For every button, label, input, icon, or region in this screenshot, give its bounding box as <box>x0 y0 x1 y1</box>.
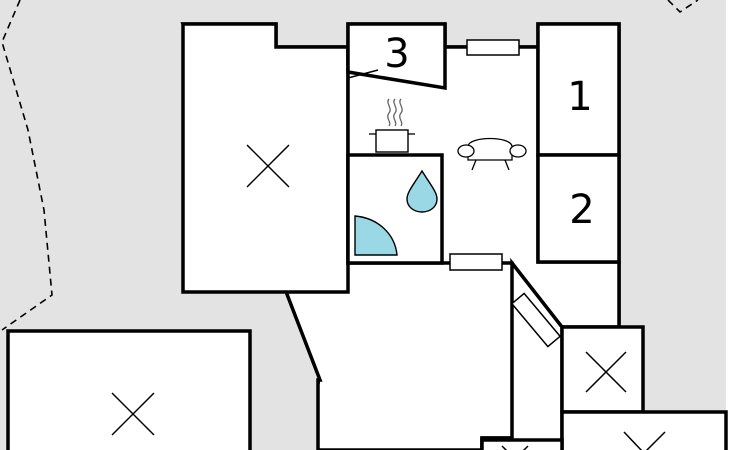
room-2-number: 2 <box>569 187 594 233</box>
terrace-bottom-middle-x-mark <box>501 445 529 450</box>
window-top <box>466 39 520 56</box>
sofa-icon <box>457 137 527 171</box>
water-drop-icon <box>406 169 438 213</box>
building-bottom-left-x-mark-b <box>111 392 155 436</box>
terrace-small-x-mark-b <box>585 351 627 393</box>
terrace-bottom-middle <box>480 438 564 450</box>
shower-icon <box>354 215 398 256</box>
room-1-number: 1 <box>567 74 592 120</box>
cooking-pot-icon <box>369 98 415 153</box>
terrace-left-x-mark-b <box>246 144 290 188</box>
property-boundary-corner <box>667 0 699 14</box>
window-diagonal <box>510 292 562 348</box>
terrace-bottom-right <box>560 410 728 450</box>
terrain-margin-strip <box>726 0 730 450</box>
building-bottom-left <box>6 329 252 450</box>
room-3-number: 3 <box>384 31 409 77</box>
property-boundary <box>1 0 53 331</box>
room-2 <box>536 153 621 264</box>
terrace-left <box>181 22 350 294</box>
terrace-bottom-right-x-mark <box>623 431 666 450</box>
room-3-door-line <box>347 69 379 79</box>
window-bottom <box>449 253 503 271</box>
